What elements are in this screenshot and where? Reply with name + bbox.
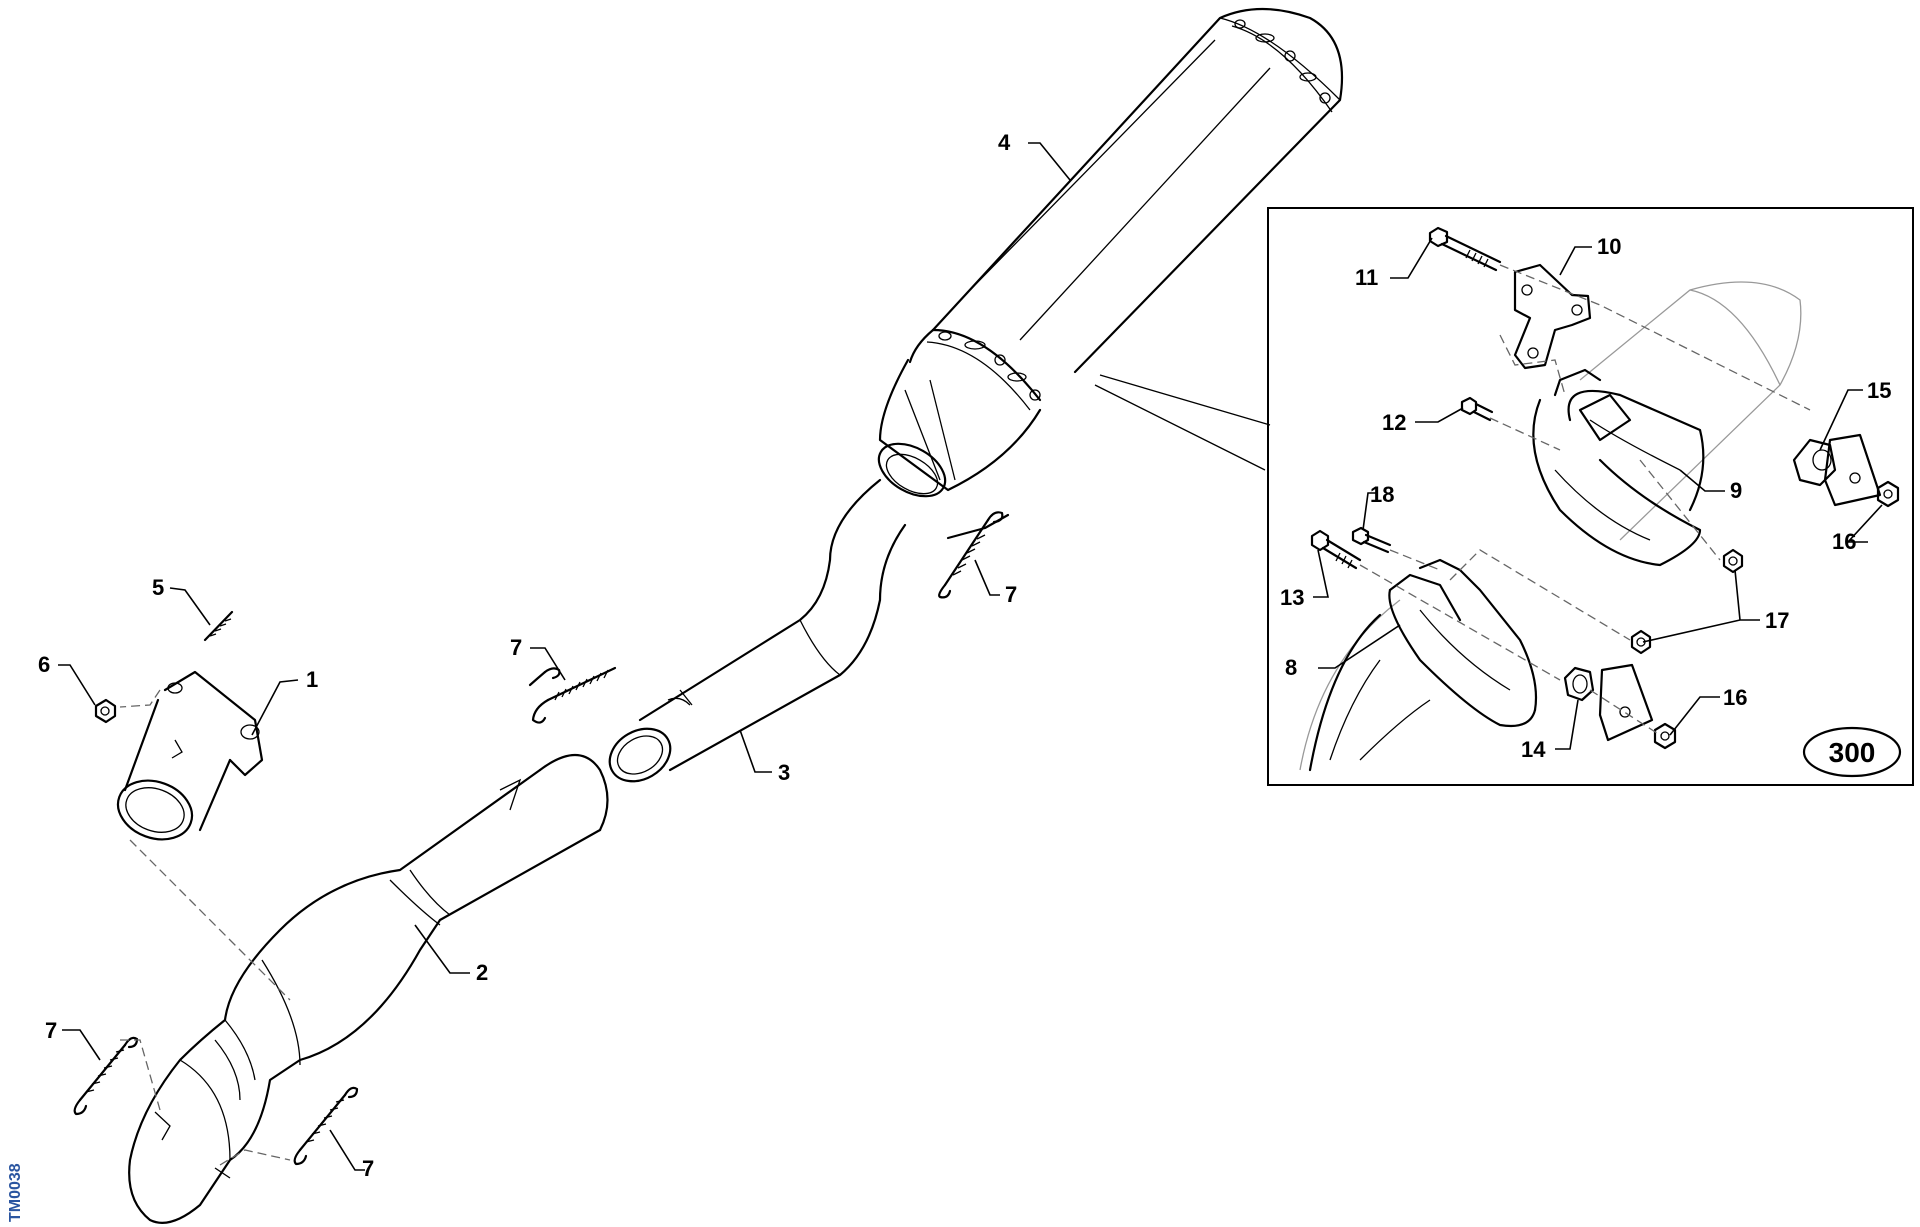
callout-5: 5 (152, 575, 164, 600)
inset-badge-text: 300 (1829, 737, 1876, 768)
exhaust-flange (116, 670, 264, 841)
clamp-nut-b (1630, 629, 1652, 655)
assembly-line (119, 689, 161, 708)
callout-7: 7 (362, 1156, 374, 1181)
front-clamp (1308, 558, 1538, 772)
flange-nut (94, 698, 117, 724)
drawing-code: TM0038 (7, 1163, 24, 1222)
inset-pointer (1094, 374, 1271, 471)
callout-6: 6 (38, 652, 50, 677)
spring-1 (528, 666, 617, 724)
callout-8: 8 (1285, 655, 1297, 680)
silencer-muffler (877, 7, 1344, 498)
leader-lines (58, 142, 1883, 1171)
callout-11: 11 (1355, 265, 1378, 290)
callout-7: 7 (45, 1018, 57, 1043)
callout-4: 4 (998, 130, 1011, 155)
spring-3 (73, 1036, 139, 1116)
assembly-line (219, 1149, 291, 1166)
callout-7: 7 (1005, 582, 1017, 607)
washer-plate-upper (1823, 433, 1882, 507)
spacer-lower (1563, 666, 1595, 702)
callout-2: 2 (476, 960, 488, 985)
stud (203, 610, 234, 642)
callout-10: 10 (1597, 234, 1621, 259)
callout-14: 14 (1521, 737, 1546, 762)
mid-pipe (608, 478, 907, 783)
callout-3: 3 (778, 760, 790, 785)
spring-2 (938, 511, 1010, 599)
callout-16: 16 (1832, 529, 1856, 554)
clamp-nut-a (1722, 548, 1744, 574)
clamp-screw-upper (1460, 396, 1561, 451)
callout-9: 9 (1730, 478, 1742, 503)
header-pipe (128, 754, 609, 1224)
inset-silencer-ghost (1299, 281, 1802, 771)
rear-clamp (1532, 368, 1705, 567)
spring-4 (293, 1086, 359, 1166)
callout-13: 13 (1280, 585, 1304, 610)
callout-15: 15 (1867, 378, 1891, 403)
inset-frame (1267, 207, 1914, 786)
callout-16: 16 (1723, 685, 1747, 710)
callout-12: 12 (1382, 410, 1406, 435)
locknut-upper (1876, 480, 1900, 508)
mounting-bracket (1499, 263, 1592, 396)
callout-1: 1 (306, 667, 318, 692)
assembly-line (120, 1039, 161, 1111)
callout-7: 7 (510, 635, 522, 660)
assembly-line (129, 839, 291, 1001)
clamp-bolt (1310, 529, 1561, 681)
locknut-lower (1653, 722, 1677, 750)
inset-badge: 300 (1802, 726, 1902, 778)
washer-plate-lower (1598, 663, 1654, 742)
callout-18: 18 (1370, 482, 1394, 507)
clamp-screw-lower (1351, 526, 1441, 571)
spacer-upper (1792, 438, 1837, 487)
callout-17: 17 (1765, 608, 1789, 633)
